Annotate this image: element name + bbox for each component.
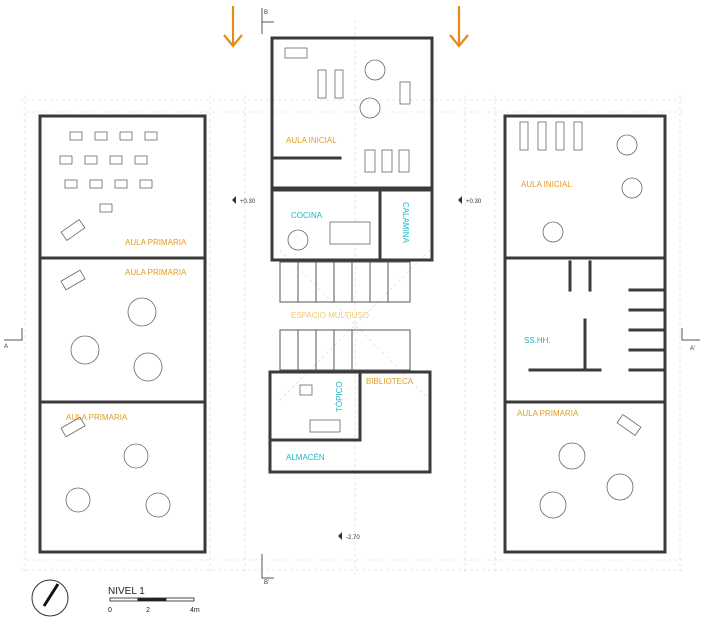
entrance-arrow-icon [449, 6, 469, 48]
level-title: NIVEL 1 [108, 586, 145, 597]
svg-text:2: 2 [146, 607, 150, 614]
svg-text:B: B [264, 10, 268, 16]
aula-primaria-label-3: AULA PRIMARIA [66, 413, 128, 422]
round-table-group [60, 416, 171, 518]
multiuse-space [279, 261, 411, 371]
svg-text:+0.30: +0.30 [240, 199, 256, 205]
level-marker-right: +0.30 [458, 196, 482, 205]
svg-text:4m: 4m [190, 607, 200, 614]
scale-bar: 0 2 4m [108, 597, 200, 614]
aula-primaria-label-2: AULA PRIMARIA [125, 268, 187, 277]
kitchen-block [270, 188, 434, 262]
top-center-block [270, 36, 434, 190]
svg-text:-2.70: -2.70 [346, 535, 360, 541]
section-mark-left: A [4, 328, 23, 350]
section-mark-right: A' [681, 328, 700, 352]
svg-text:A': A' [690, 346, 695, 352]
calamina-label: CALAMINA [401, 202, 410, 244]
biblioteca-label: BIBLIOTECA [366, 377, 414, 386]
lower-center-block [268, 370, 432, 474]
cocina-label: COCINA [291, 211, 323, 220]
section-mark-bottom: B' [261, 554, 274, 586]
toilet-stalls [528, 260, 667, 372]
round-table-group [60, 269, 163, 382]
level-marker-left: +0.30 [232, 196, 256, 205]
section-mark-top: B [261, 8, 274, 34]
svg-text:+0.30: +0.30 [466, 199, 482, 205]
left-wing [38, 114, 207, 554]
level-marker-bottom: -2.70 [338, 532, 360, 541]
grid-lines [20, 20, 684, 575]
svg-text:A: A [4, 344, 8, 350]
right-wing [503, 114, 667, 554]
svg-text:0: 0 [108, 607, 112, 614]
svg-text:B': B' [264, 580, 269, 586]
almacen-label: ALMACÉN [286, 453, 325, 462]
aula-inicial-top-label: AULA INICIAL [286, 136, 337, 145]
aula-primaria-label-1: AULA PRIMARIA [125, 238, 187, 247]
sshh-label: SS.HH. [524, 336, 551, 345]
north-arrow-icon [31, 579, 69, 617]
espacio-multiuso-label: ESPACIO MULTIUSO [291, 311, 369, 320]
aula-inicial-right-label: AULA INICIAL [521, 180, 572, 189]
desk-group [59, 131, 158, 241]
entrance-arrow-icon [223, 6, 243, 48]
topico-label: TÓPICO [335, 381, 344, 412]
aula-primaria-label-4: AULA PRIMARIA [517, 409, 579, 418]
